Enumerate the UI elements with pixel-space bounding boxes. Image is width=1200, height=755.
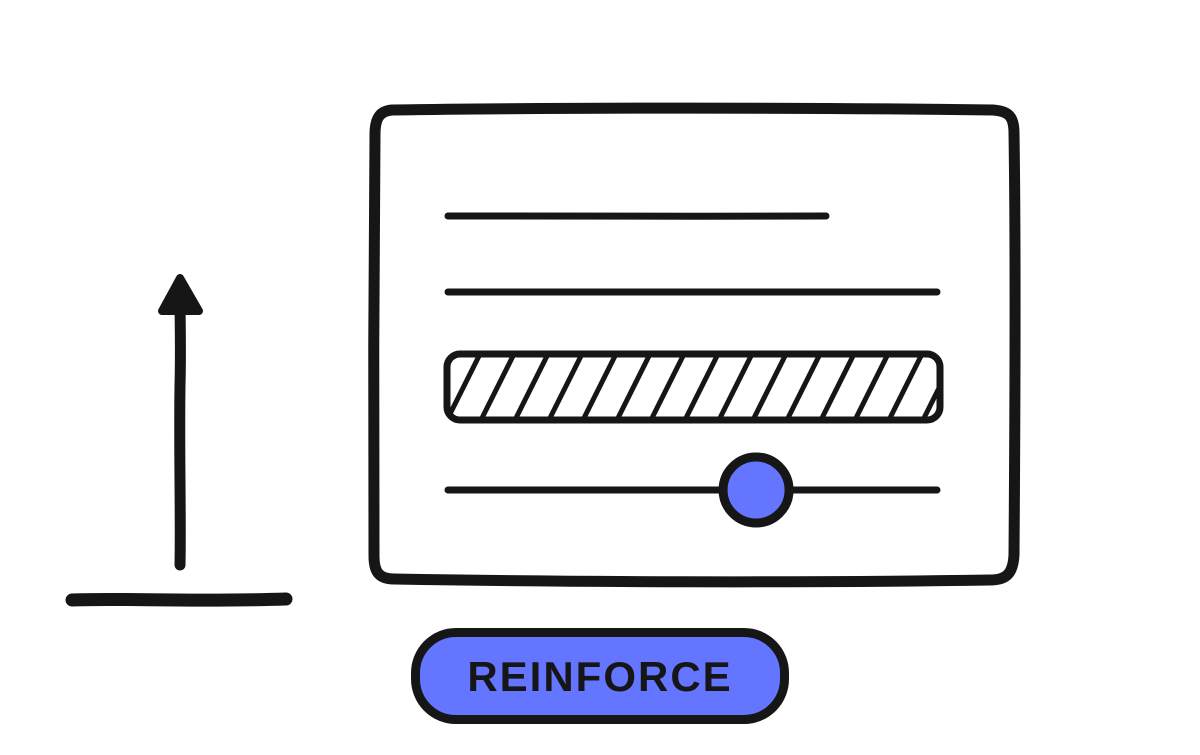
slider-control[interactable] <box>444 452 941 528</box>
slider-track[interactable] <box>444 486 941 494</box>
progress-fill <box>449 355 939 419</box>
slider-knob[interactable] <box>718 452 794 528</box>
up-arrow-icon <box>158 274 203 571</box>
text-line-1 <box>444 212 830 220</box>
reinforce-button[interactable]: REINFORCE <box>411 628 789 724</box>
progress-bar <box>443 350 944 424</box>
ui-panel <box>368 102 1021 588</box>
reinforce-button-label: REINFORCE <box>467 653 733 700</box>
baseline-stroke <box>65 592 293 607</box>
text-line-2 <box>444 288 941 296</box>
